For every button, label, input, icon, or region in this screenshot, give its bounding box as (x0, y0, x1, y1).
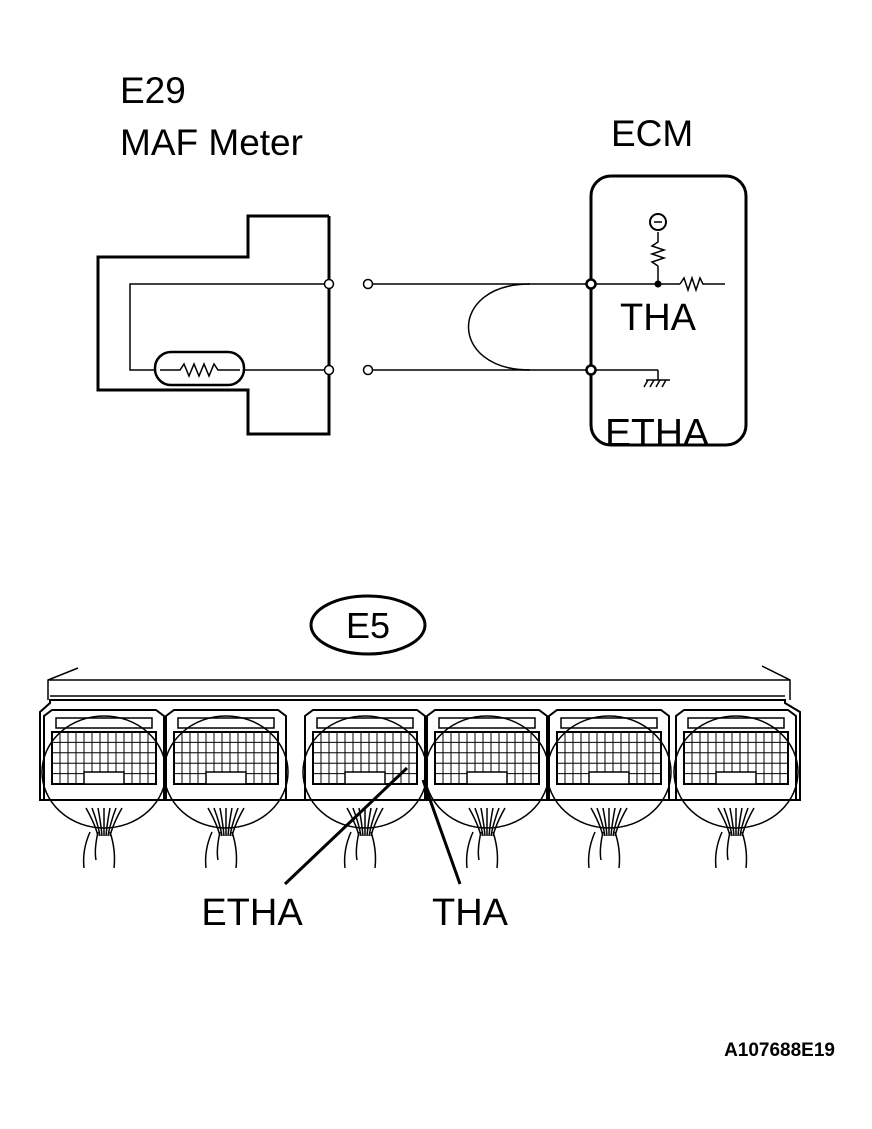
callout-leaders (283, 766, 462, 886)
figure-code: A107688E19 (724, 1040, 835, 1061)
ecm-internal-circuit (591, 232, 725, 380)
callout-etha: ETHA (201, 892, 303, 934)
connector-id-e29: E29 (120, 70, 186, 111)
connector-block (302, 709, 428, 869)
pin-label-etha: ETHA (605, 412, 709, 455)
ecm-connector-body (39, 695, 801, 801)
thermistor-icon (153, 350, 246, 387)
voltage-source-icon (649, 213, 667, 231)
connector-block (424, 709, 550, 869)
ecm-junction-dots (585, 278, 662, 376)
leader-tha (421, 779, 462, 885)
harness-pin-bottom (362, 364, 374, 376)
connector-blocks (41, 709, 799, 869)
harness-wires (373, 283, 591, 371)
harness-pin-top (362, 278, 374, 290)
ecm-box (589, 174, 748, 447)
component-name-maf-meter: MAF Meter (120, 122, 303, 163)
maf-internal-wiring (129, 283, 329, 371)
connector-block (163, 709, 289, 869)
wire-crossover-loop (467, 283, 531, 371)
maf-meter-housing (96, 214, 331, 436)
callout-tha: THA (432, 892, 509, 934)
connector-bracket (47, 665, 791, 700)
pin-label-tha: THA (620, 297, 696, 339)
connector-block (41, 709, 167, 869)
leader-etha (283, 766, 409, 886)
connector-block (546, 709, 672, 869)
connector-id-e5: E5 (346, 605, 390, 646)
connector-id-e5-oval (309, 594, 427, 656)
sensor-pin-bottom (323, 364, 335, 376)
ecm-label: ECM (611, 113, 694, 154)
connector-block (673, 709, 799, 869)
sensor-pin-top (323, 278, 335, 290)
sensor-connector-pins (323, 278, 374, 376)
ground-icon (643, 379, 670, 388)
